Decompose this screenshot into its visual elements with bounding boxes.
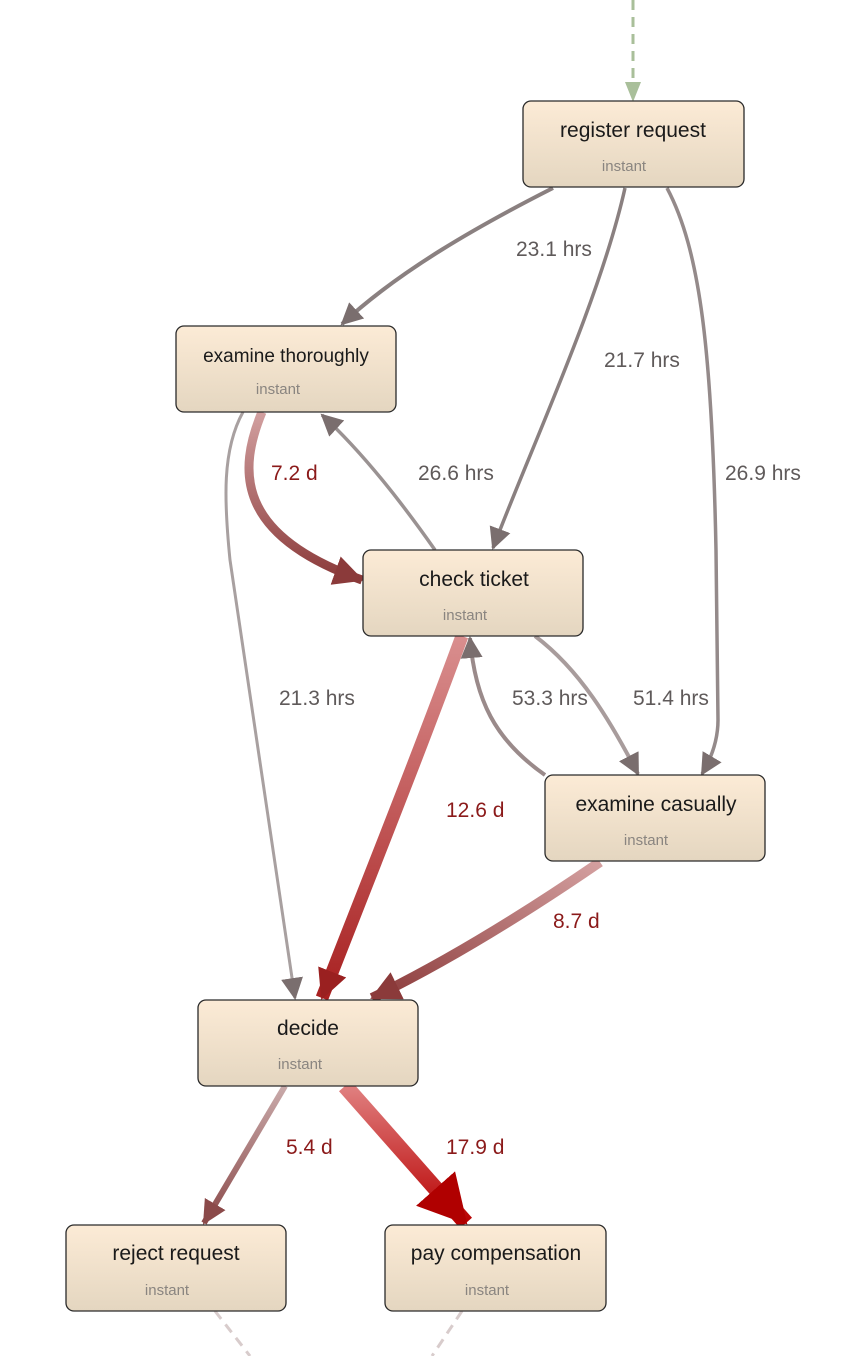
edge-label: 51.4 hrs — [633, 687, 709, 710]
edge-label: 5.4 d — [286, 1136, 333, 1159]
edge-check-ticket-to-examine-casually[interactable] — [533, 634, 640, 776]
edge-label: 7.2 d — [271, 462, 318, 485]
node-title: pay compensation — [411, 1242, 581, 1265]
edge-examine-thoroughly-to-check-ticket[interactable] — [244, 410, 364, 585]
node-duration: instant — [278, 1056, 323, 1073]
edge-label: 8.7 d — [553, 910, 600, 933]
edge-check-ticket-to-examine-thoroughly[interactable] — [320, 413, 437, 552]
node-duration: instant — [256, 381, 301, 398]
edge-label: 26.9 hrs — [725, 462, 801, 485]
end-edge-reject — [213, 1310, 252, 1356]
edge-label: 26.6 hrs — [418, 462, 494, 485]
node-title: decide — [277, 1017, 339, 1040]
node-pay-compensation[interactable]: pay compensation instant — [384, 1224, 607, 1312]
node-reject-request[interactable]: reject request instant — [65, 1224, 287, 1312]
end-edge-pay — [430, 1310, 464, 1356]
node-title: examine casually — [575, 793, 737, 816]
edge-label: 12.6 d — [446, 799, 504, 822]
edge-register-to-examine-casually[interactable] — [665, 187, 722, 776]
node-duration: instant — [624, 832, 669, 849]
edge-decide-to-reject-request[interactable] — [201, 1084, 288, 1225]
edge-register-to-examine-thoroughly[interactable] — [340, 186, 554, 326]
edge-examine-thoroughly-to-decide[interactable] — [224, 411, 303, 1000]
edge-check-ticket-to-decide[interactable] — [315, 633, 469, 1001]
edge-label: 21.3 hrs — [279, 687, 355, 710]
node-title: reject request — [112, 1242, 239, 1265]
node-title: register request — [560, 119, 706, 142]
node-examine-casually[interactable]: examine casually instant — [544, 774, 766, 862]
node-duration: instant — [443, 607, 488, 624]
node-duration: instant — [602, 158, 647, 175]
edge-label: 23.1 hrs — [516, 238, 592, 261]
edge-label: 53.3 hrs — [512, 687, 588, 710]
edge-examine-casually-to-decide[interactable] — [369, 857, 603, 1003]
node-check-ticket[interactable]: check ticket instant — [362, 549, 584, 637]
edge-label: 21.7 hrs — [604, 349, 680, 372]
node-duration: instant — [145, 1282, 190, 1299]
node-register-request[interactable]: register request instant — [522, 100, 745, 188]
node-title: examine thoroughly — [203, 346, 369, 367]
edge-examine-casually-to-check-ticket[interactable] — [460, 636, 547, 777]
node-duration: instant — [465, 1282, 510, 1299]
edge-label: 17.9 d — [446, 1136, 504, 1159]
node-examine-thoroughly[interactable]: examine thoroughly instant — [175, 325, 397, 413]
edge-decide-to-pay-compensation[interactable] — [339, 1080, 472, 1229]
node-decide[interactable]: decide instant — [197, 999, 419, 1087]
edge-register-to-check-ticket[interactable] — [489, 187, 627, 550]
node-title: check ticket — [419, 568, 529, 591]
